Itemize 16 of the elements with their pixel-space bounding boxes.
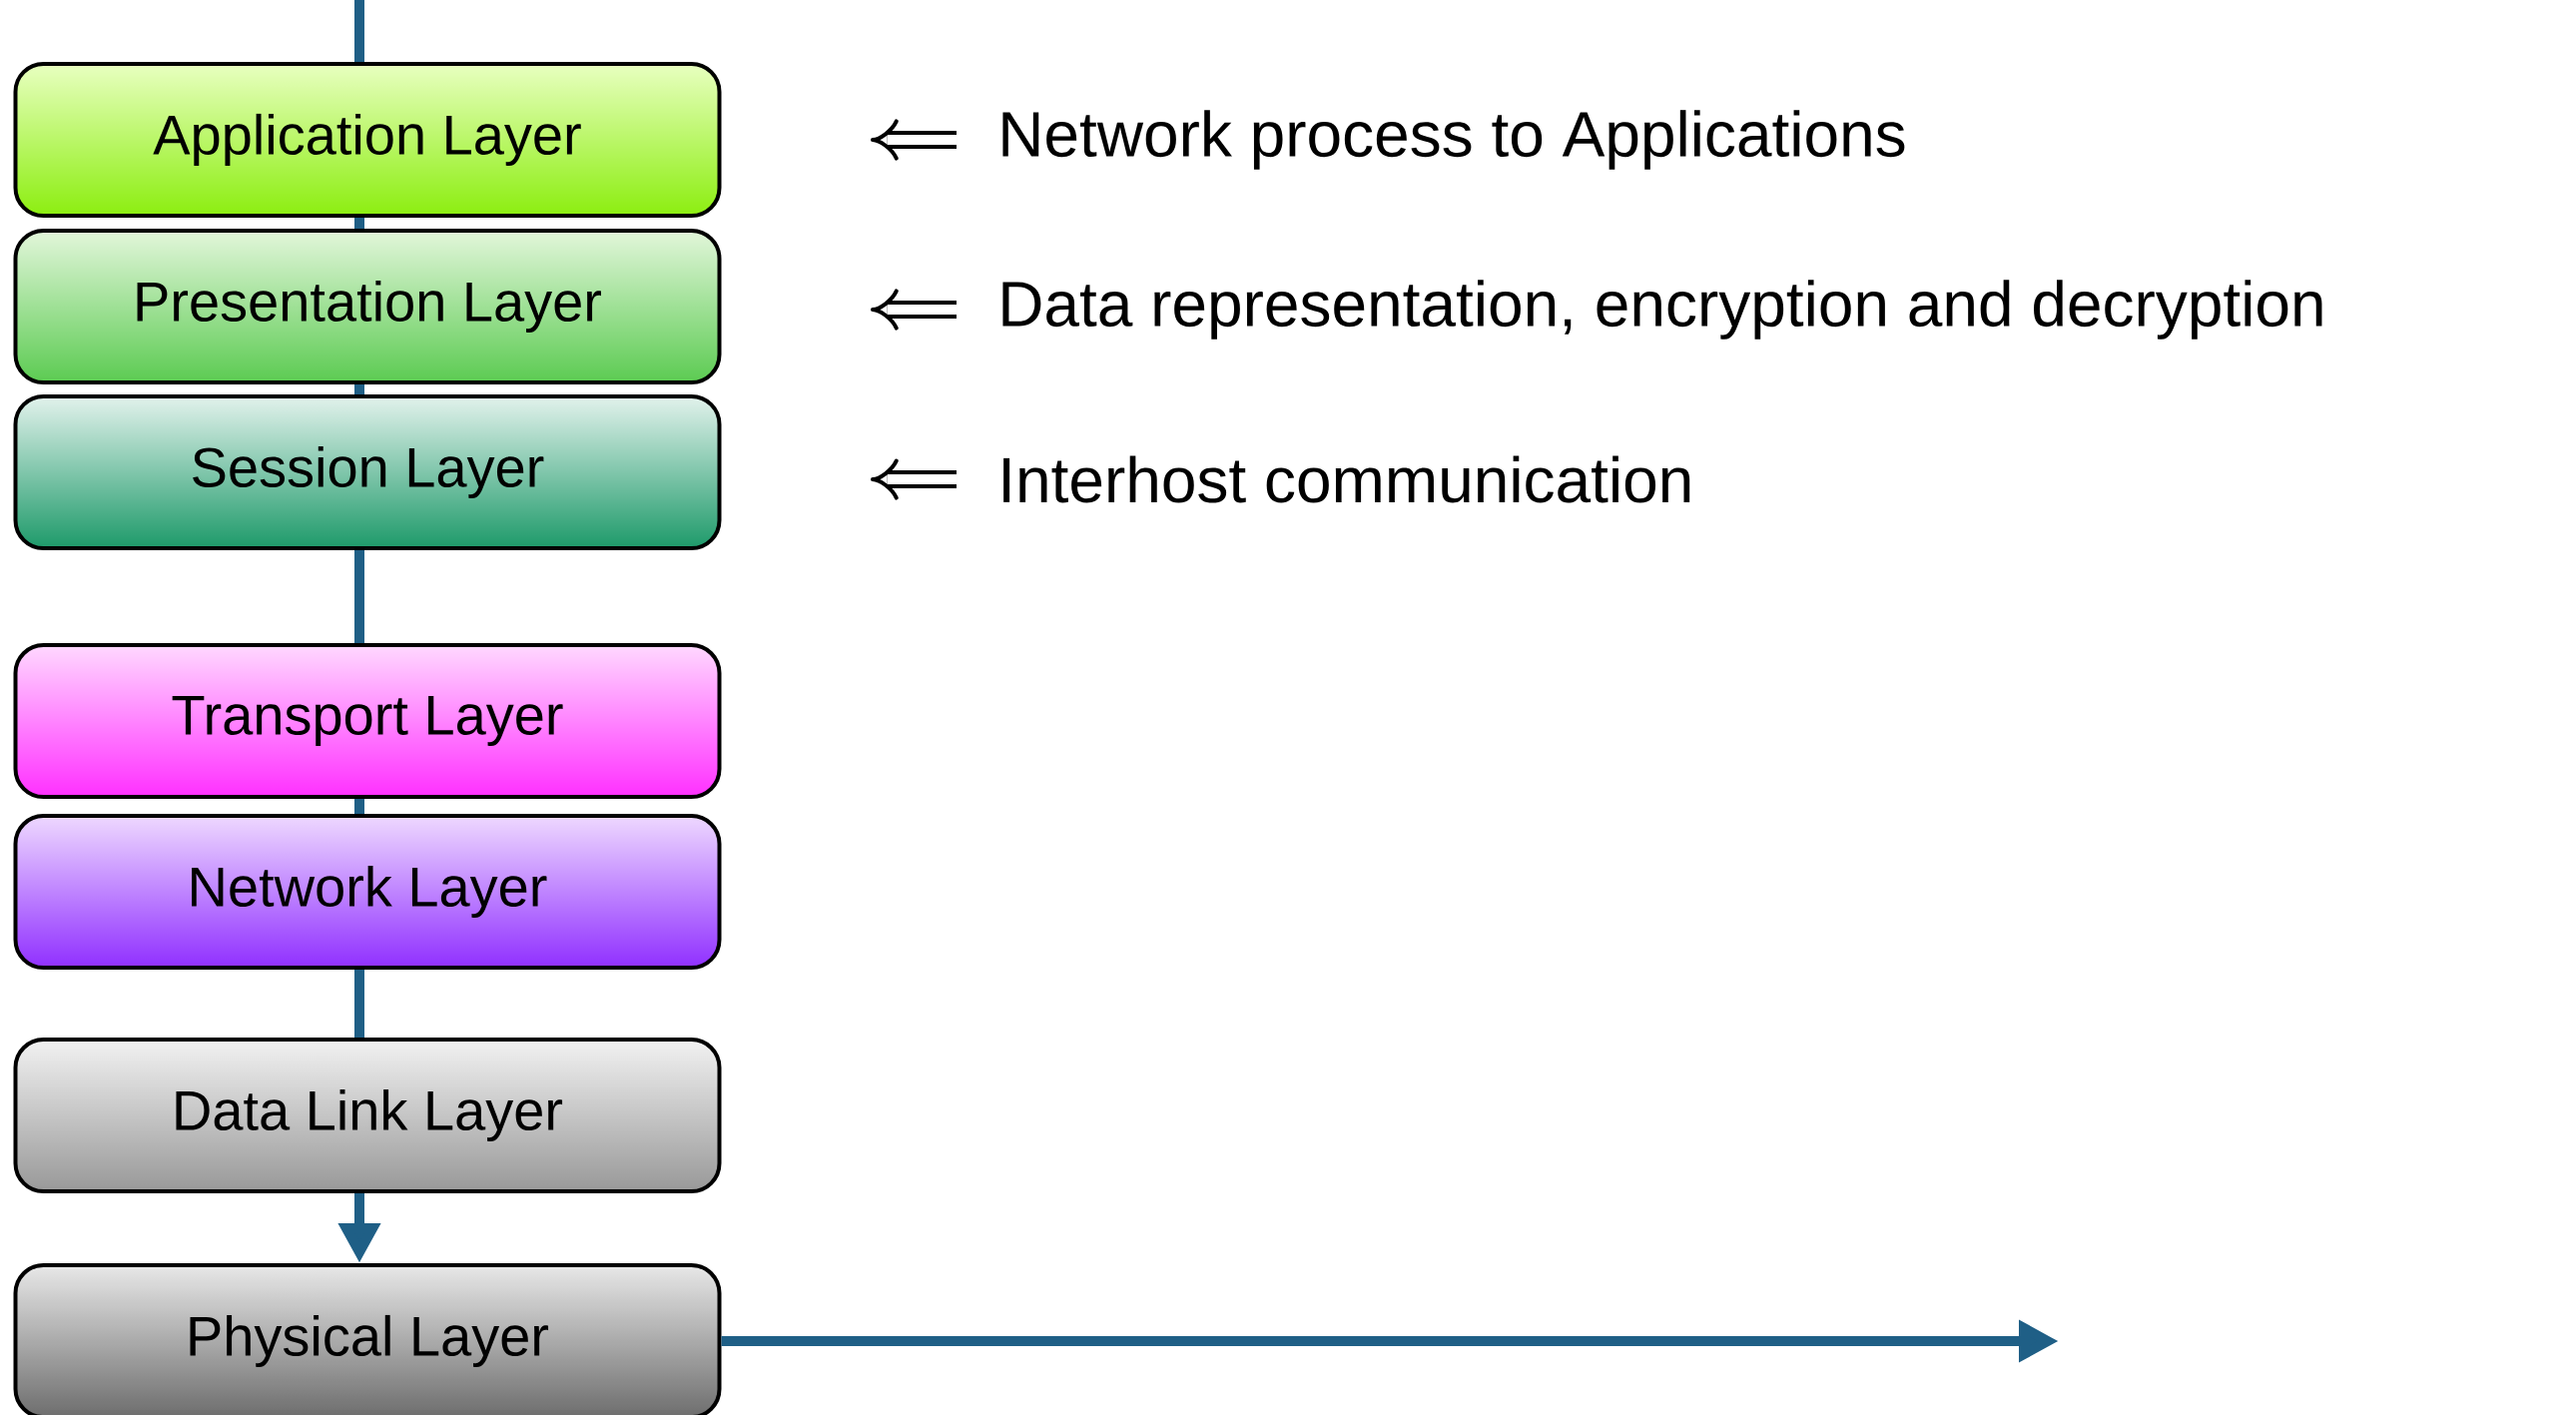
description-text: Data representation, encryption and decryption (1002, 280, 2322, 340)
connector-line (354, 550, 364, 643)
connector-line (354, 970, 364, 1038)
layer-box: Physical Layer (13, 1263, 722, 1415)
layer-box: Data Link Layer (13, 1038, 722, 1193)
layer-box: Network Layer (13, 814, 722, 970)
connector-line (354, 799, 364, 814)
layer-box: Presentation Layer (13, 229, 722, 384)
connector-line (354, 384, 364, 394)
connector-line (354, 218, 364, 229)
layer-box: Application Layer (13, 62, 722, 218)
layer-box: Transport Layer (13, 643, 722, 799)
connector-line (354, 0, 364, 62)
description-text: Network process to Applications (1002, 110, 1905, 170)
description-text: Interhost communication (1003, 455, 1690, 503)
layer-box: Session Layer (13, 394, 722, 550)
